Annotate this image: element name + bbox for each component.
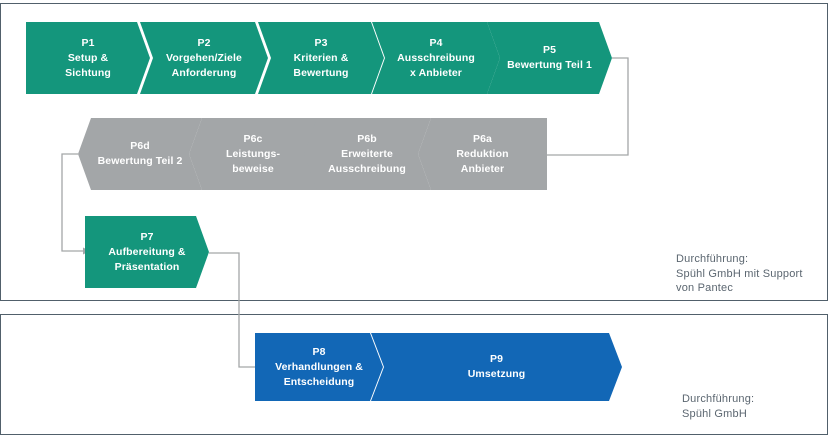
- note-top-line2: Spühl GmbH mit Support: [676, 267, 803, 280]
- phase-p5-id: P5: [542, 44, 557, 56]
- phase-p4-id: P4: [429, 36, 443, 49]
- phase-p8-label-line2: Entscheidung: [283, 375, 355, 388]
- phase-p3-label-line2: Bewertung: [293, 66, 349, 79]
- phase-p8: P8 Verhandlungen & Entscheidung: [255, 333, 383, 401]
- phase-p6d: P6d Bewertung Teil 2: [78, 118, 202, 190]
- phase-p3: P3 Kriterien & Bewertung: [258, 22, 384, 94]
- phase-p6d-label-line1: Bewertung Teil 2: [97, 155, 183, 167]
- phase-p2-id: P2: [197, 36, 211, 49]
- note-bottom-line1: Durchführung:: [682, 393, 755, 405]
- phase-p6a-label-line1: Reduktion: [456, 147, 509, 160]
- phase-p4-label-line1: Ausschreibung: [397, 51, 475, 64]
- phase-p5-label-line1: Bewertung Teil 1: [507, 59, 592, 71]
- phase-p2-label-line2: Anforderung: [171, 66, 237, 79]
- phase-p6d-id: P6d: [130, 140, 150, 152]
- phase-p2: P2 Vorgehen/Ziele Anforderung: [140, 22, 268, 94]
- phase-p6c-label-line1: Leistungs-: [225, 147, 281, 160]
- phase-p6c-id: P6c: [243, 132, 263, 145]
- phase-p2-label-line1: Vorgehen/Ziele: [166, 51, 242, 64]
- phase-p6a-label-line2: Anbieter: [460, 162, 505, 175]
- phase-p1-label-line2: Sichtung: [65, 66, 111, 79]
- connector-p7-to-p8: [209, 252, 263, 368]
- connector-p6d-to-p7: [61, 153, 88, 252]
- phase-p7-label-line2: Präsentation: [114, 260, 180, 273]
- phase-p6c: P6c Leistungs- beweise: [189, 118, 317, 190]
- note-bottom-line2: Spühl GmbH: [682, 407, 747, 420]
- note-execution-bottom: Durchführung: Spühl GmbH: [682, 392, 754, 421]
- phase-p6a: P6a Reduktion Anbieter: [418, 118, 547, 190]
- phase-p6c-label-line2: beweise: [232, 162, 274, 175]
- phase-p6b-label-line2: Ausschreibung: [328, 162, 406, 175]
- phase-p8-label-line1: Verhandlungen &: [275, 360, 363, 373]
- phase-p9: P9 Umsetzung: [371, 333, 622, 401]
- phase-p9-id: P9: [489, 353, 504, 365]
- note-top-line3: von Pantec: [676, 282, 734, 294]
- phase-p1: P1 Setup & Sichtung: [26, 22, 150, 94]
- phase-p4-label-line2: x Anbieter: [410, 66, 462, 79]
- phase-p8-id: P8: [312, 345, 326, 358]
- phase-p5: P5 Bewertung Teil 1: [487, 22, 612, 94]
- phase-p3-label-line1: Kriterien &: [293, 51, 349, 64]
- phase-p9-label-line1: Umsetzung: [467, 368, 526, 380]
- phase-p4: P4 Ausschreibung x Anbieter: [372, 22, 500, 94]
- phase-p6b: P6b Erweiterte Ausschreibung: [303, 118, 431, 190]
- phase-p6a-id: P6a: [473, 132, 492, 145]
- phase-p1-id: P1: [81, 36, 95, 49]
- note-top-line1: Durchführung:: [676, 253, 749, 265]
- phase-p1-label-line1: Setup &: [67, 51, 109, 64]
- phase-p7-id: P7: [140, 230, 154, 243]
- phase-p7: P7 Aufbereitung & Präsentation: [85, 216, 209, 288]
- phase-p6b-label-line1: Erweiterte: [341, 147, 393, 160]
- note-execution-top: Durchführung: Spühl GmbH mit Support von…: [676, 252, 803, 296]
- phase-p7-label-line1: Aufbereitung &: [108, 245, 186, 258]
- phase-p3-id: P3: [314, 36, 328, 49]
- phase-p6b-id: P6b: [357, 132, 377, 145]
- connector-p5-to-p6a: [532, 57, 629, 156]
